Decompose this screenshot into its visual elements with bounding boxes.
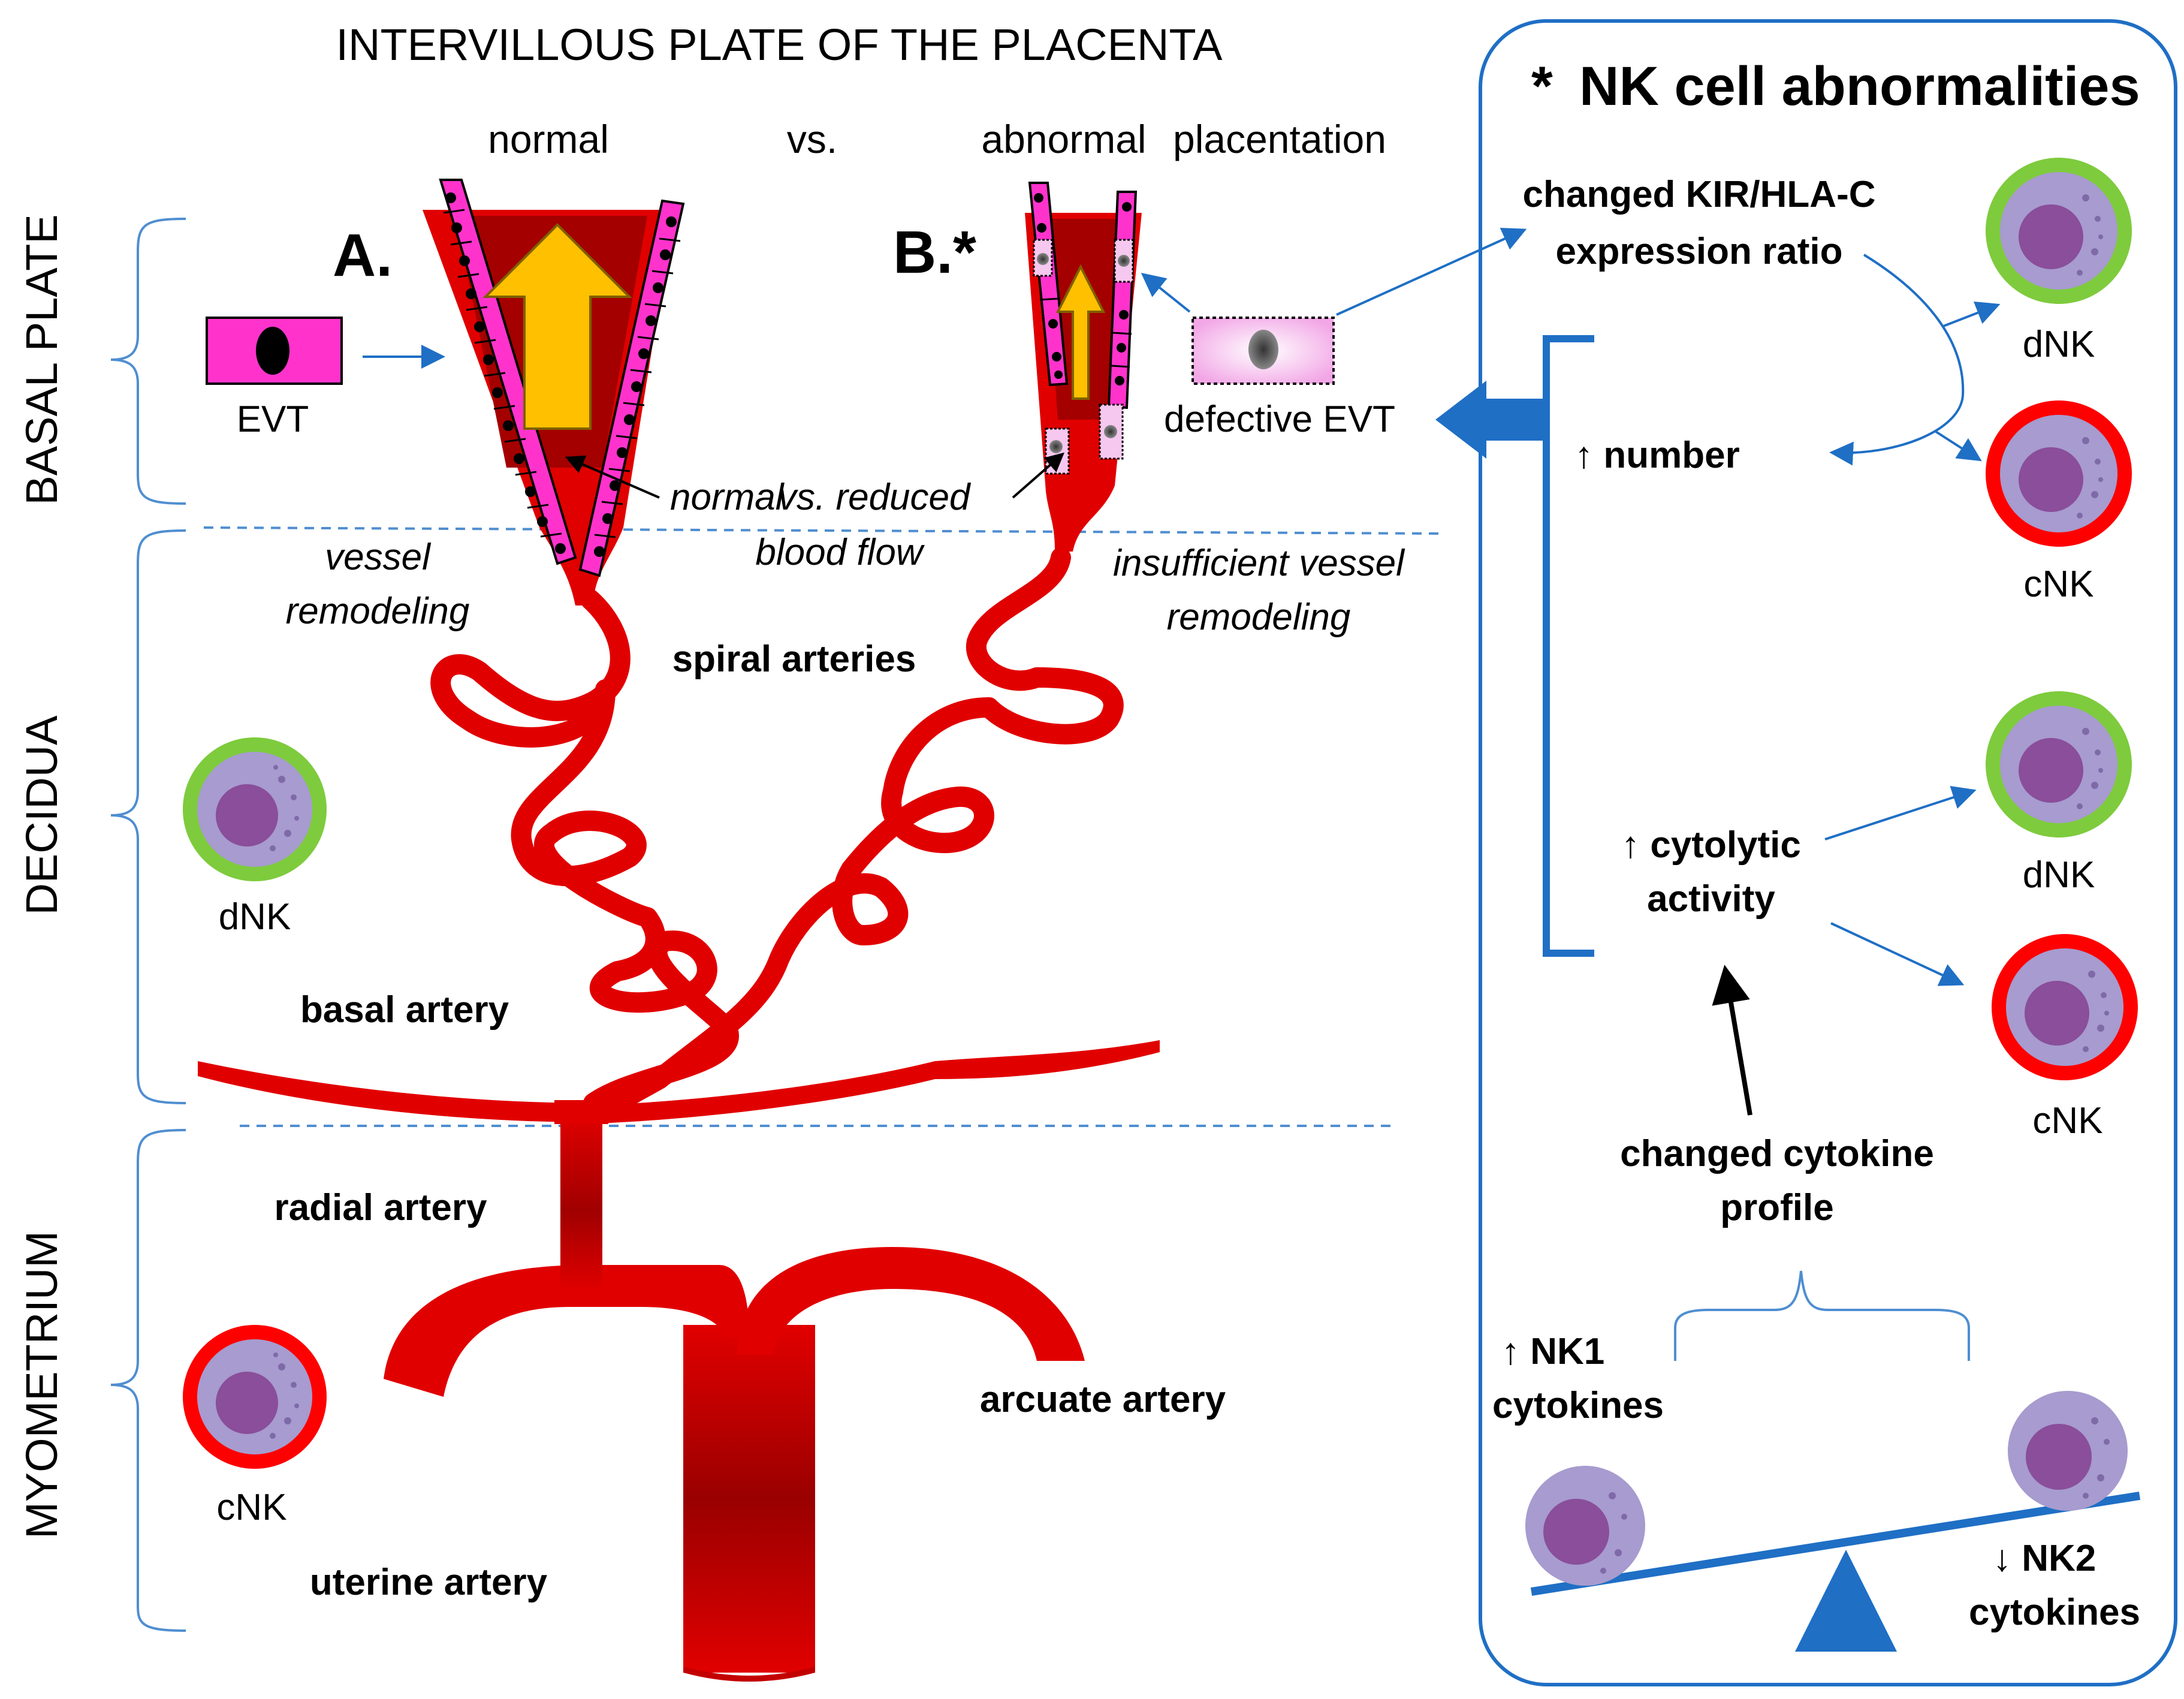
dnk-label-panel-top: dNK — [2023, 324, 2095, 365]
dnk-cell-panel-top — [1986, 158, 2132, 304]
defective-evt-in-vessel — [1045, 403, 1124, 475]
flow-label-normal: normal — [670, 477, 785, 518]
cytolytic-label-line1: ↑ cytolytic — [1621, 824, 1801, 866]
basal-artery-left — [198, 1061, 602, 1122]
vessel-normal — [423, 179, 685, 606]
flow-label-arrow-right — [1012, 452, 1065, 499]
flow-label-reduced: vs. reduced — [778, 477, 972, 518]
remodeling-abnormal-line2: remodeling — [1167, 597, 1351, 638]
seesaw-beam — [1530, 1492, 2141, 1596]
defective-evt-cell — [1191, 317, 1335, 385]
nk1-label-line1: ↑ NK1 — [1501, 1331, 1604, 1372]
cytokine-brace — [1674, 1270, 1970, 1361]
label-radial-artery: radial artery — [274, 1187, 488, 1228]
remodeling-normal-line2: remodeling — [286, 591, 470, 632]
cnk-cell-panel-top — [1986, 400, 2132, 547]
label-arcuate-artery: arcuate artery — [980, 1379, 1226, 1420]
basal-artery-right — [572, 1040, 1160, 1124]
evt-wall-left — [439, 179, 577, 565]
header-abnormal: abnormal — [981, 117, 1146, 161]
blood-flow-arrow-abnormal — [1055, 264, 1106, 400]
kir-label-line1: changed KIR/HLA-C — [1523, 174, 1876, 215]
bracket-decidua — [110, 529, 186, 1104]
kir-to-dnk-arrow — [1941, 301, 2001, 328]
region-label-myometrium: MYOMETRIUM — [17, 1231, 67, 1539]
cytokine-to-cyto-arrow — [1712, 965, 1752, 1116]
cytokine-label-line2: profile — [1720, 1187, 1833, 1228]
label-uterine-artery: uterine artery — [310, 1562, 548, 1603]
nk2-cell — [2008, 1391, 2128, 1511]
uterine-artery-trunk — [683, 1325, 815, 1673]
nk1-cell — [1525, 1466, 1645, 1586]
bracket-to-evt-arrow — [1435, 381, 1546, 459]
evt-cell — [206, 317, 343, 385]
uterine-artery-base — [683, 1667, 815, 1682]
spiral-artery-left — [430, 589, 739, 1113]
nk-panel-title-star: * — [1531, 56, 1553, 117]
radial-artery — [560, 1112, 602, 1292]
region-brackets — [110, 218, 186, 1632]
cyto-to-dnk-arrow — [1824, 785, 1977, 841]
dnk-label-left: dNK — [219, 896, 291, 938]
panel-label-a: A. — [333, 222, 393, 289]
bracket-myometrium — [110, 1129, 186, 1632]
bracket-basal-plate — [110, 218, 186, 505]
flow-label-arrow-left — [565, 455, 660, 499]
defective-evt-label: defective EVT — [1164, 399, 1395, 440]
flow-label-blood-flow: blood flow — [755, 532, 925, 573]
cytolytic-label-line2: activity — [1647, 878, 1775, 920]
nk-panel-bracket — [1543, 335, 1594, 957]
kir-label-line2: expression ratio — [1556, 231, 1843, 272]
cnk-cell-left — [183, 1325, 327, 1469]
arterial-tree — [198, 547, 1160, 1682]
cnk-label-panel-top: cNK — [2023, 564, 2093, 605]
vessel-abnormal — [1025, 182, 1142, 552]
label-basal-artery: basal artery — [300, 989, 509, 1031]
evt-wall-right — [578, 199, 685, 577]
dnk-cell-panel-bottom — [1986, 691, 2132, 838]
boundary-basal-decidua — [203, 526, 1442, 535]
nk-panel-title: NK cell abnormalities — [1579, 56, 2140, 117]
cnk-label-panel-bottom: cNK — [2032, 1100, 2102, 1141]
label-spiral-arteries: spiral arteries — [672, 638, 916, 680]
evt-label: EVT — [237, 399, 309, 440]
cnk-cell-panel-bottom — [1992, 934, 2138, 1080]
arcuate-artery-right — [737, 1247, 1085, 1361]
dnk-cell-left — [183, 737, 327, 881]
nk-abnormalities-panel — [1479, 19, 2177, 1686]
header-placentation: placentation — [1173, 117, 1386, 161]
evt-wall-abnormal-right — [1107, 191, 1138, 409]
nk2-label-line1: ↓ NK2 — [1993, 1538, 2096, 1579]
header-normal: normal — [488, 117, 609, 161]
nk2-label-line2: cytokines — [1969, 1592, 2140, 1633]
cytokine-label-line1: changed cytokine — [1620, 1133, 1934, 1174]
evt-wall-abnormal-left — [1028, 182, 1069, 387]
panel-label-b: B.* — [893, 219, 976, 286]
page-title: INTERVILLOUS PLATE OF THE PLACENTA — [336, 20, 1223, 70]
arcuate-artery-left — [384, 1265, 749, 1397]
number-label: ↑ number — [1574, 435, 1740, 476]
defective-evt-to-kir-arrow — [1336, 227, 1527, 316]
region-label-decidua: DECIDUA — [17, 715, 67, 915]
defective-evt-arrow — [1141, 273, 1191, 313]
cnk-label-left: cNK — [216, 1487, 286, 1528]
kir-to-cells-arrows — [1829, 254, 1965, 466]
cyto-to-cnk-arrow — [1830, 922, 1965, 986]
region-label-basal-plate: BASAL PLATE — [17, 214, 67, 505]
seesaw-fulcrum — [1795, 1550, 1897, 1652]
blood-flow-arrow-normal — [482, 223, 632, 430]
nk1-label-line2: cytokines — [1492, 1385, 1664, 1426]
header-vs: vs. — [787, 117, 837, 161]
kir-to-cnk-arrow — [1935, 430, 1982, 462]
spiral-artery-right — [595, 547, 1124, 1119]
dnk-label-panel-bottom: dNK — [2023, 854, 2095, 896]
remodeling-abnormal-line1: insufficient vessel — [1113, 543, 1405, 584]
remodeling-normal-line1: vessel — [325, 537, 432, 578]
